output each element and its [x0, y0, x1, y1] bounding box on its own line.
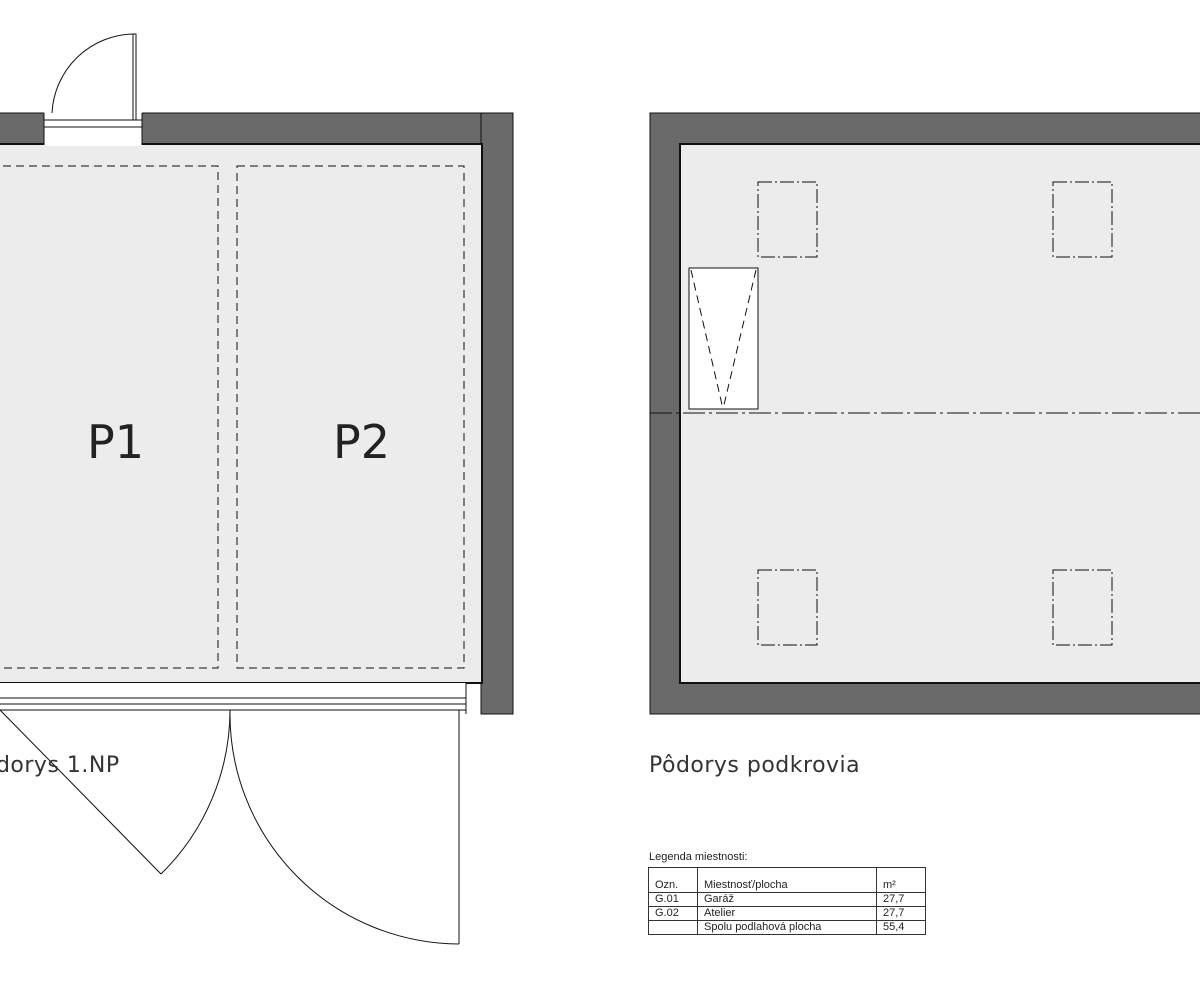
- legend-header-row: Ozn. Miestnosť/plocha m²: [648, 867, 926, 893]
- legend-cell-area: 27,7: [876, 892, 926, 907]
- ground-floor-floor: [0, 143, 483, 684]
- legend-row: G.02 Atelier 27,7: [648, 906, 926, 921]
- legend-title: Legenda miestnosti:: [649, 851, 748, 863]
- legend-cell-name: Atelier: [697, 906, 877, 921]
- legend-row: G.01 Garáž 27,7: [648, 892, 926, 907]
- ground-floor-plan: [0, 33, 514, 945]
- roof-window-top-right: [1052, 181, 1113, 258]
- legend-cell-name: Garáž: [697, 892, 877, 907]
- roof-window-top-left: [757, 181, 818, 258]
- roof-window-bottom-left: [757, 569, 818, 646]
- roof-window-bottom-right: [1052, 569, 1113, 646]
- room-label-p1: P1: [87, 415, 145, 469]
- garage-door-swing-left: [160, 709, 231, 875]
- legend-header-area: m²: [876, 867, 926, 893]
- legend-cell-code: [648, 920, 698, 935]
- entry-door-swing: [51, 33, 135, 114]
- ground-floor-caption: ôdorys 1.NP: [0, 753, 120, 778]
- entry-door-opening: [44, 112, 142, 146]
- legend-cell-code: G.01: [648, 892, 698, 907]
- legend-row: Spolu podlahová plocha 55,4: [648, 920, 926, 935]
- legend-cell-code: G.02: [648, 906, 698, 921]
- legend-cell-area: 55,4: [876, 920, 926, 935]
- legend-header-name: Miestnosť/plocha: [697, 867, 877, 893]
- legend-cell-area: 27,7: [876, 906, 926, 921]
- entry-door-leaf: [132, 33, 137, 121]
- ground-floor-wall-right: [480, 112, 514, 715]
- garage-door-leaf-left: [0, 709, 162, 875]
- attic-caption: Pôdorys podkrovia: [649, 753, 861, 778]
- room-legend-table: Ozn. Miestnosť/plocha m² G.01 Garáž 27,7…: [648, 867, 926, 935]
- attic-stair-hatch: [688, 267, 759, 410]
- room-label-p2: P2: [333, 415, 391, 469]
- garage-door-swing-right: [229, 709, 460, 945]
- attic-plan: [649, 112, 1200, 715]
- legend-cell-name: Spolu podlahová plocha: [697, 920, 877, 935]
- legend-header-code: Ozn.: [648, 867, 698, 893]
